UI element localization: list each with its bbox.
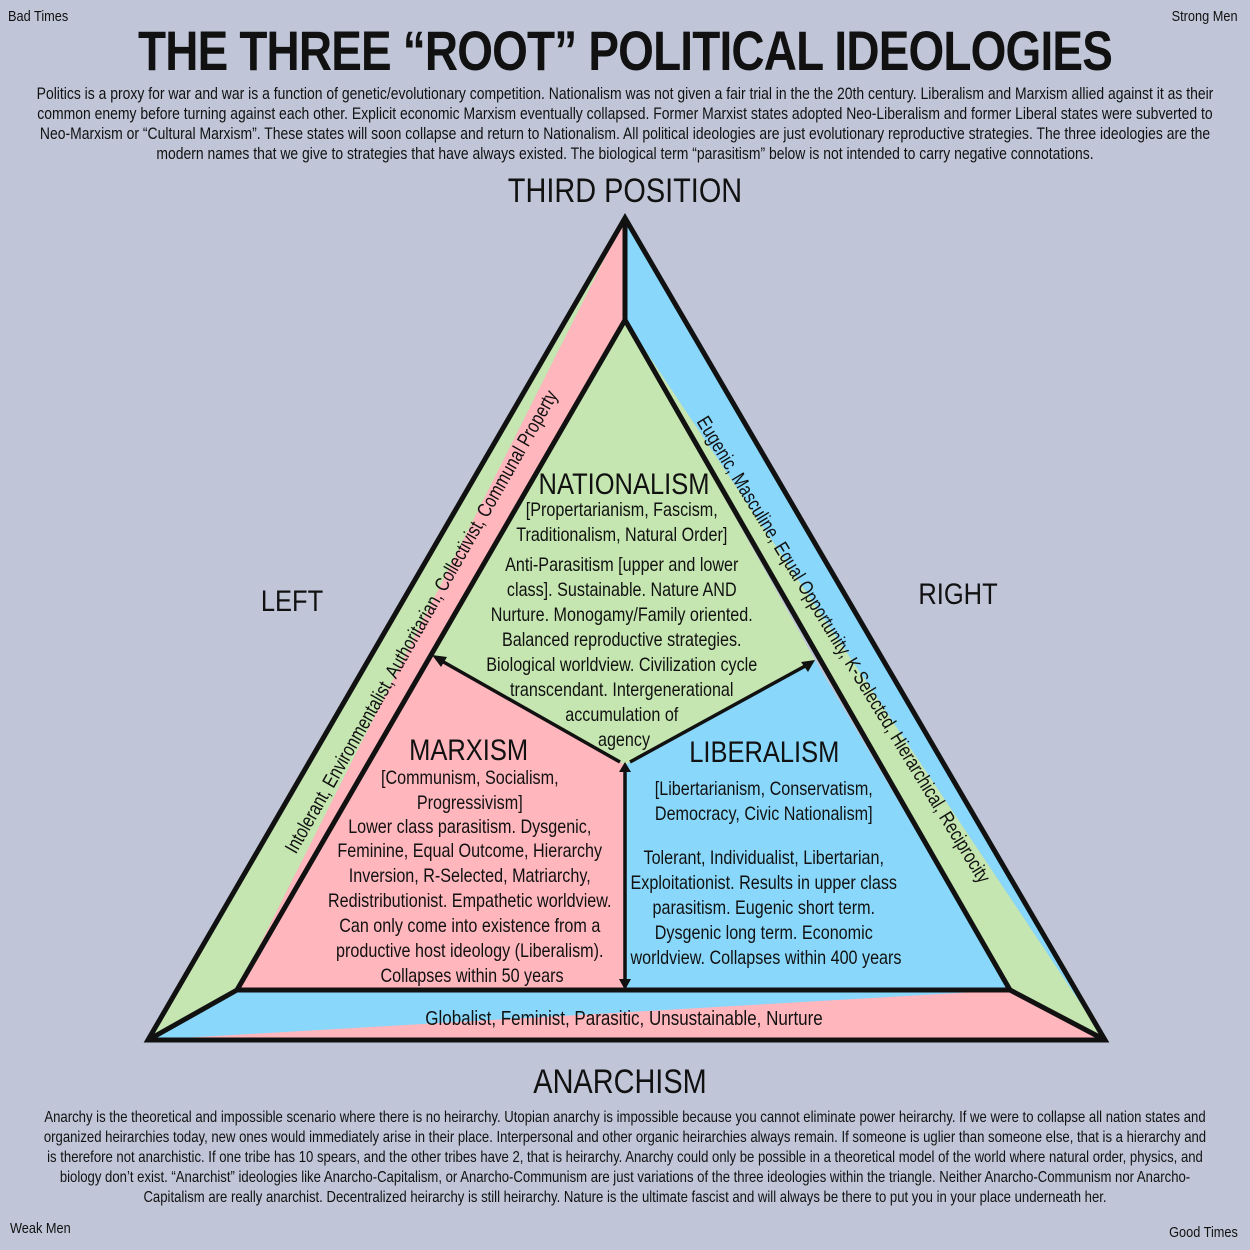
bottom-band-lower-pink [148, 990, 1105, 1040]
arrowhead-center [619, 762, 631, 772]
arrow-to-liberalism [629, 663, 808, 764]
label-anarchism: ANARCHISM [533, 1062, 706, 1101]
right-corner-connector [1008, 987, 1107, 1043]
nationalism-title: NATIONALISM [539, 467, 710, 500]
label-left: LEFT [261, 584, 323, 617]
left-corner-connector [146, 987, 239, 1043]
marxism-region [237, 655, 625, 990]
arrowhead-anarchism [619, 979, 631, 990]
corner-label-bad-times: Bad Times [8, 8, 69, 25]
corner-label-good-times: Good Times [1169, 1224, 1238, 1241]
intro-paragraph: Politics is a proxy for war and war is a… [36, 84, 1214, 163]
arrow-to-marxism [439, 658, 621, 764]
nationalism-region [432, 320, 815, 765]
page-title: THE THREE “ROOT” POLITICAL IDEOLOGIES [137, 19, 1113, 82]
right-band-lower-green [625, 320, 1105, 1040]
arrowhead-marxism [432, 655, 447, 667]
label-third-position: THIRD POSITION [508, 171, 742, 210]
liberalism-title: LIBERALISM [689, 735, 839, 768]
liberalism-region [625, 660, 1010, 990]
band-label-bottom: Globalist, Feminist, Parasitic, Unsustai… [425, 1007, 822, 1030]
arrowhead-liberalism [801, 660, 815, 672]
marxism-description: [Communism, Socialism, Progressivism] Lo… [328, 767, 616, 987]
inner-triangle-outline [232, 314, 1015, 993]
corner-label-strong-men: Strong Men [1172, 8, 1238, 25]
outer-triangle-outline [143, 213, 1110, 1043]
corner-label-weak-men: Weak Men [10, 1220, 71, 1237]
anarchism-paragraph: Anarchy is the theoretical and impossibl… [43, 1109, 1207, 1206]
marxism-title: MARXISM [409, 733, 528, 766]
liberalism-description: [Libertarianism, Conservatism, Democracy… [630, 778, 902, 969]
nationalism-description: [Propertarianism, Fascism, Traditionalis… [486, 499, 761, 751]
label-right: RIGHT [918, 577, 997, 610]
